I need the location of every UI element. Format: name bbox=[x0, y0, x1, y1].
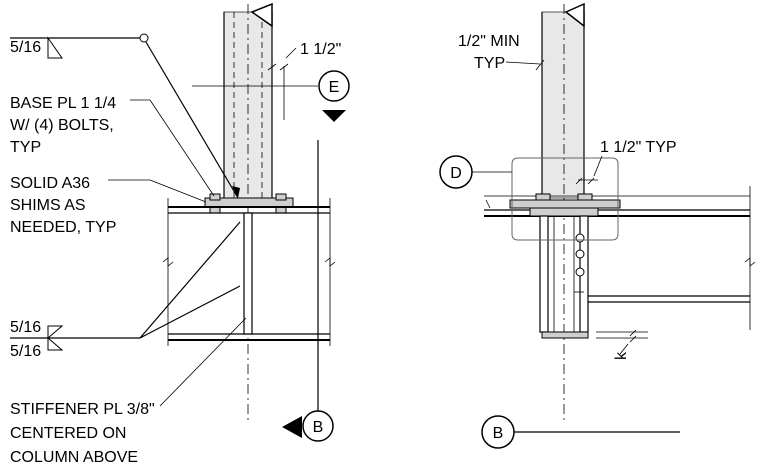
shims-note-line2: SHIMS AS bbox=[10, 197, 86, 214]
left-dimension: 1 1/2" bbox=[267, 41, 341, 120]
shims-note-line3: NEEDED, TYP bbox=[10, 219, 116, 236]
weld-symbol-bottom-label2: 5/16 bbox=[10, 343, 41, 360]
k-label: k bbox=[613, 351, 630, 360]
detail-cloud bbox=[511, 157, 619, 241]
right-girder-section bbox=[509, 193, 621, 339]
bolt-3 bbox=[575, 267, 585, 277]
min-note-line1: 1/2" MIN bbox=[458, 33, 520, 50]
k-dimension: k bbox=[596, 329, 648, 360]
bolt-1 bbox=[575, 233, 585, 243]
right-view: D 1/2" MIN TYP 1 1/2" TYP k B bbox=[439, 2, 756, 449]
weld-symbol-bottom-label1: 5/16 bbox=[10, 319, 41, 336]
section-mark-b-left: B bbox=[282, 410, 334, 442]
left-girder bbox=[162, 198, 336, 346]
left-column-above bbox=[223, 2, 273, 420]
section-mark-e: E bbox=[318, 70, 350, 122]
base-plate-note-line2: W/ (4) BOLTS, bbox=[10, 117, 114, 134]
shims-note: SOLID A36 SHIMS AS NEEDED, TYP bbox=[10, 175, 207, 236]
typ-dimension-label: 1 1/2" TYP bbox=[600, 139, 677, 156]
stiffener-note-line3: COLUMN ABOVE bbox=[10, 449, 138, 466]
left-view: E B 1 1/2" 5/16 BASE PL 1 1/ bbox=[10, 2, 350, 466]
base-plate-note-line3: TYP bbox=[10, 139, 41, 156]
right-beam bbox=[484, 186, 756, 330]
left-dimension-label: 1 1/2" bbox=[300, 41, 341, 58]
weld-symbol-bottom: 5/16 5/16 bbox=[10, 221, 241, 360]
bolt-nut-left bbox=[209, 193, 221, 201]
bolt-nut-right bbox=[275, 193, 287, 201]
stiffener-note-line1: STIFFENER PL 3/8" bbox=[10, 401, 155, 418]
stiffener-plate bbox=[243, 212, 253, 335]
stiffener-note-line2: CENTERED ON bbox=[10, 425, 126, 442]
stiffener-note: STIFFENER PL 3/8" CENTERED ON COLUMN ABO… bbox=[10, 317, 247, 466]
typ-dimension: 1 1/2" TYP bbox=[575, 139, 677, 185]
right-column-above bbox=[541, 2, 585, 420]
min-note-line2: TYP bbox=[474, 55, 505, 72]
min-note: 1/2" MIN TYP bbox=[458, 33, 545, 72]
bolt-2 bbox=[575, 249, 585, 259]
weld-symbol-top-label: 5/16 bbox=[10, 39, 41, 56]
detail-mark-d-label: D bbox=[450, 165, 462, 182]
detail-mark-d: D bbox=[439, 155, 512, 189]
base-plate-note-line1: BASE PL 1 1/4 bbox=[10, 95, 116, 112]
section-mark-b-left-label: B bbox=[313, 419, 324, 436]
section-mark-b-right-label: B bbox=[493, 425, 504, 442]
base-plate-note: BASE PL 1 1/4 W/ (4) BOLTS, TYP bbox=[10, 95, 215, 197]
weld-symbol-top: 5/16 bbox=[10, 33, 240, 199]
shims-note-line1: SOLID A36 bbox=[10, 175, 90, 192]
section-mark-e-label: E bbox=[329, 79, 340, 96]
section-mark-b-right: B bbox=[481, 415, 680, 449]
